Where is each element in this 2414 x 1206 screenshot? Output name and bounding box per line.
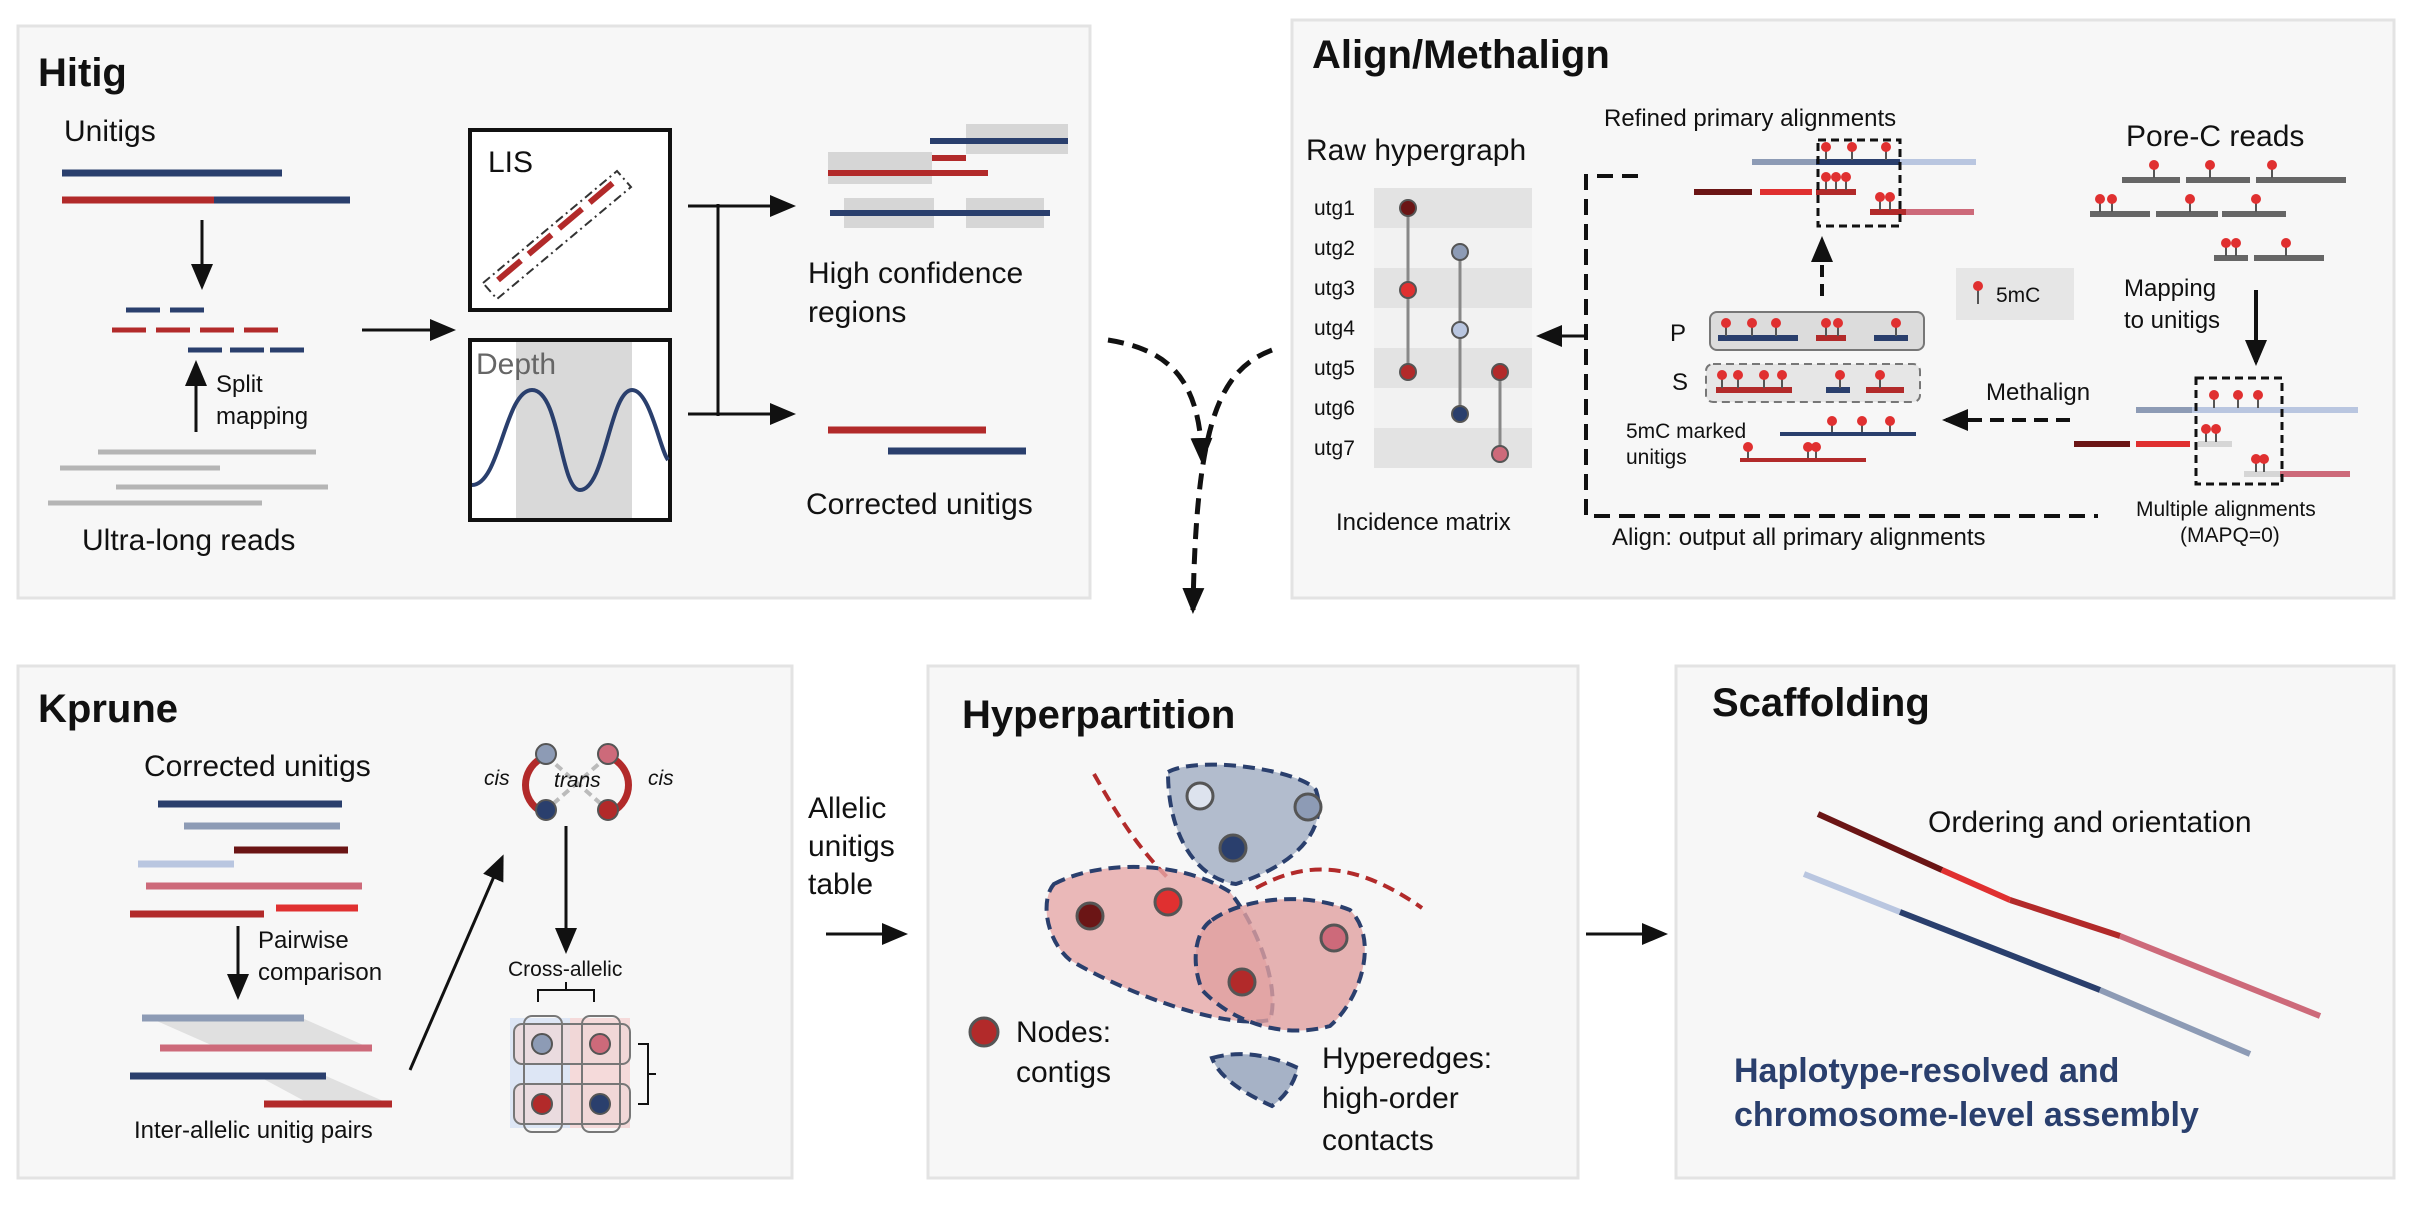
result-label-1: Haplotype-resolved and (1734, 1052, 2119, 1090)
hyperedges-label-1: Hyperedges: (1322, 1042, 1492, 1075)
merge-arrow-left (1107, 337, 1213, 464)
mc-legend-box (1956, 268, 2074, 320)
hyperpartition-title: Hyperpartition (962, 693, 1235, 737)
high-confidence-label-1: High confidence (808, 257, 1023, 290)
ordering-label: Ordering and orientation (1928, 806, 2252, 839)
mapping-label: mapping (216, 403, 308, 430)
hypergraph-graphic (1044, 762, 1424, 1033)
hyperedge-legend-icon (1209, 1052, 1301, 1109)
pore-c-read-graphic (2090, 160, 2346, 261)
depth-label: Depth (476, 348, 556, 381)
mapping-label-2: to unitigs (2124, 307, 2220, 334)
merge-arrow-down (1182, 347, 1273, 614)
kprune-corrected-label: Corrected unitigs (144, 750, 371, 783)
multiple-alignments-label: Multiple alignments (2136, 498, 2316, 521)
corrected-unitigs-label: Corrected unitigs (806, 488, 1033, 521)
scaffold-chromosome-1 (1816, 811, 2322, 1019)
align-output-label: Align: output all primary alignments (1612, 524, 1986, 551)
cis-trans-graphic (522, 743, 632, 821)
to-cis-trans-arrow (408, 854, 504, 1071)
scaffolding-panel (1674, 664, 2396, 1180)
lis-diagonal (496, 179, 616, 283)
unitig-bars (62, 169, 350, 204)
hyperedges-label-2: high-order (1322, 1082, 1459, 1115)
pairwise-label-2: comparison (258, 959, 382, 986)
node-legend-icon (968, 1016, 1000, 1048)
mc-marked-label-1: 5mC marked (1626, 420, 1746, 443)
unitigs-label: Unitigs (64, 115, 156, 148)
allelic-label-2: unitigs (808, 830, 895, 863)
allelic-label-1: Allelic (808, 792, 886, 825)
ultra-long-reads-label: Ultra-long reads (82, 524, 295, 557)
inter-allelic-pairs-graphic (130, 1014, 392, 1108)
ultra-long-read-lines (48, 449, 328, 506)
allelic-label-3: table (808, 868, 873, 901)
mapping-label-1: Mapping (2124, 275, 2216, 302)
hyperedge-columns (1399, 199, 1509, 463)
kprune-title: Kprune (38, 687, 178, 731)
nodes-label-1: Nodes: (1016, 1016, 1111, 1049)
high-confidence-graphic (828, 124, 1068, 228)
methylation-dot-icon (1973, 281, 1983, 291)
utg4-label: utg4 (1314, 317, 1355, 340)
align-frame (1584, 174, 2098, 518)
refined-alignments-graphic (1694, 138, 1976, 228)
multiple-alignments-graphic (2074, 376, 2358, 486)
result-label-2: chromosome-level assembly (1734, 1096, 2199, 1134)
mc-legend-label: 5mC (1996, 284, 2040, 307)
utg2-label: utg2 (1314, 237, 1355, 260)
utg6-label: utg6 (1314, 397, 1355, 420)
s-label: S (1672, 369, 1688, 396)
mapq-label: (MAPQ=0) (2180, 524, 2280, 547)
p-s-groups (1705, 311, 1925, 403)
mc-marked-bars (1740, 416, 1916, 462)
inter-allelic-label: Inter-allelic unitig pairs (134, 1117, 373, 1144)
high-confidence-label-2: regions (808, 296, 906, 329)
utg3-label: utg3 (1314, 277, 1355, 300)
split-label: Split (216, 371, 263, 398)
refined-primary-label: Refined primary alignments (1604, 105, 1896, 132)
kprune-panel (16, 664, 794, 1180)
bracket-arrows (688, 195, 796, 425)
p-label: P (1670, 320, 1686, 347)
trans-label: trans (554, 769, 601, 792)
utg7-label: utg7 (1314, 437, 1355, 460)
depth-curve (471, 387, 670, 493)
split-fragments (112, 307, 304, 353)
nodes-label-2: contigs (1016, 1056, 1111, 1089)
pore-c-reads-label: Pore-C reads (2126, 120, 2304, 153)
raw-hypergraph-label: Raw hypergraph (1306, 134, 1526, 167)
pairwise-label-1: Pairwise (258, 927, 349, 954)
utg5-label: utg5 (1314, 357, 1355, 380)
cross-allelic-matrix (510, 982, 656, 1133)
cis-label-left: cis (484, 767, 510, 790)
mc-marked-label-2: unitigs (1626, 446, 1687, 469)
hyperedges-label-3: contacts (1322, 1124, 1434, 1157)
cross-allelic-label: Cross-allelic (508, 958, 622, 981)
lis-envelope (481, 169, 633, 301)
align-title: Align/Methalign (1312, 33, 1610, 77)
incidence-matrix-label: Incidence matrix (1336, 509, 1511, 536)
scaffolding-title: Scaffolding (1712, 681, 1930, 725)
cis-label-right: cis (648, 767, 674, 790)
lis-label: LIS (488, 146, 533, 179)
scaffold-chromosome-2 (1802, 871, 2252, 1057)
kprune-unitig-bars (130, 800, 362, 918)
utg1-label: utg1 (1314, 197, 1355, 220)
hitig-title: Hitig (38, 51, 127, 95)
methalign-label: Methalign (1986, 379, 2090, 406)
